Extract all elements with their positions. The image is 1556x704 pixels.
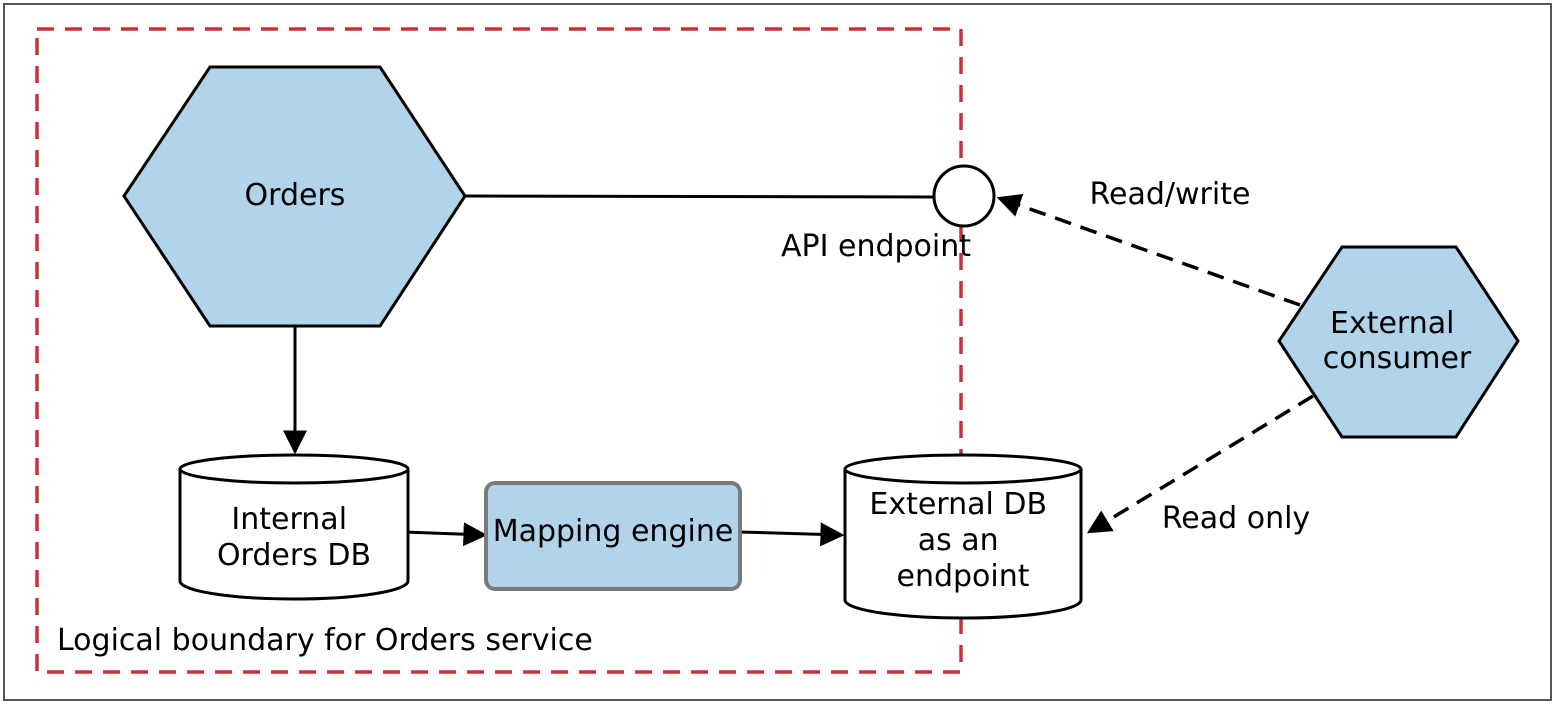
figure-frame <box>3 3 1552 701</box>
external-db-line: as an <box>918 523 999 558</box>
internal-db-line: Orders DB <box>217 538 371 573</box>
internal-db-cylinder-top <box>178 453 410 485</box>
external-consumer-node: External consumer <box>1277 245 1520 439</box>
read-only-label: Read only <box>1162 501 1310 536</box>
mapping-engine-node: Mapping engine <box>484 481 742 591</box>
external-consumer-hexagon <box>1277 245 1520 439</box>
mapping-engine-label: Mapping engine <box>493 514 734 549</box>
external-db-line: External DB <box>869 487 1047 522</box>
orders-hexagon <box>122 65 467 328</box>
orders-service-node: Orders <box>122 65 467 328</box>
internal-orders-db-node: Internal Orders DB <box>178 453 410 601</box>
read-write-label: Read/write <box>1090 177 1251 212</box>
api-endpoint-label: API endpoint <box>781 229 971 264</box>
external-consumer-label: External consumer <box>1323 306 1472 376</box>
external-consumer-line: consumer <box>1323 341 1472 376</box>
orders-label: Orders <box>245 178 346 213</box>
external-db-node: External DB as an endpoint <box>843 453 1083 620</box>
mapping-to-external-db-arrow <box>739 522 845 547</box>
api-endpoint-circle <box>932 164 996 228</box>
external-db-cylinder-top <box>843 453 1083 485</box>
mapping-engine-box <box>484 481 742 591</box>
internal-db-to-mapping-arrow <box>403 522 488 547</box>
external-db-line: endpoint <box>896 559 1029 594</box>
external-db-cylinder-body <box>843 469 1083 620</box>
external-consumer-line: External <box>1330 306 1454 341</box>
internal-db-line: Internal <box>231 502 347 537</box>
external-db-label: External DB as an endpoint <box>869 487 1056 594</box>
api-endpoint-node: API endpoint <box>781 164 996 264</box>
internal-db-label: Internal Orders DB <box>217 502 371 573</box>
internal-db-cylinder-body <box>178 469 410 601</box>
consumer-to-external-db-dashed-arrow <box>1086 394 1314 534</box>
orders-to-api-line <box>464 194 935 199</box>
logical-boundary <box>35 27 963 674</box>
consumer-to-api-dashed-arrow <box>996 193 1301 307</box>
logical-boundary-label: Logical boundary for Orders service <box>57 623 593 658</box>
